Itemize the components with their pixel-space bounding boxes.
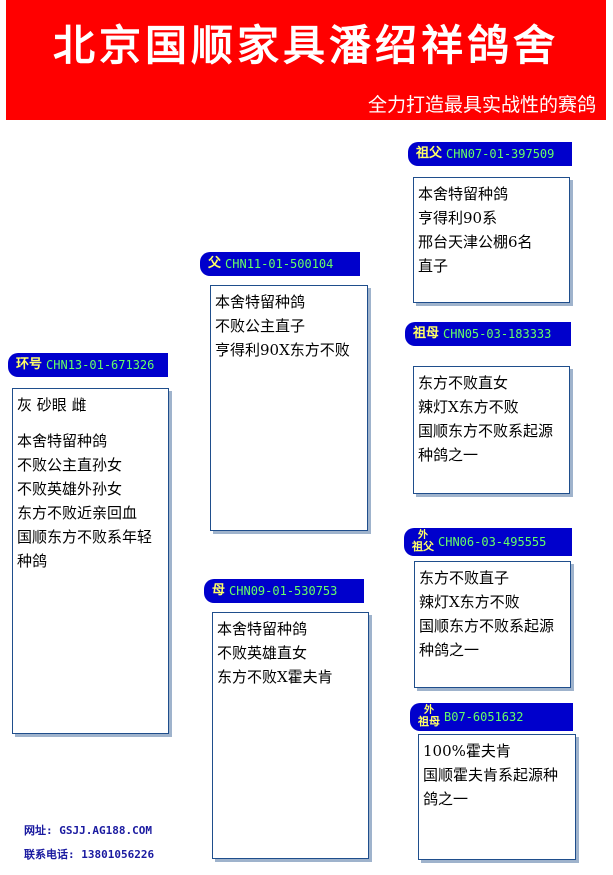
maternal-grandsire-line: 东方不败直子: [419, 569, 510, 587]
dam-line: 不败英雄直女: [217, 644, 308, 662]
sire-role: 父: [208, 256, 222, 272]
maternal-grandsire-role: 外 祖父: [404, 529, 438, 554]
grandsire-line: 本舍特留种鸽: [418, 185, 509, 203]
dam-ring: CHN09-01-530753: [229, 584, 338, 598]
maternal-granddam-line: 国顺霍夫肯系起源种鸽之一: [423, 766, 559, 808]
grandsire-line: 直子: [418, 257, 449, 275]
dam-tag: 母 CHN09-01-530753: [204, 579, 364, 603]
sire-line: 亨得利90X东方不败: [215, 341, 350, 359]
dam-role: 母: [212, 583, 226, 599]
sire-line: 不败公主直子: [215, 317, 306, 335]
sire-ring: CHN11-01-500104: [225, 257, 334, 271]
subject-line: 灰 砂眼 雌: [17, 396, 87, 414]
subject-line: 不败英雄外孙女: [17, 480, 123, 498]
maternal-grandsire-role-bottom: 祖父: [412, 540, 434, 554]
maternal-granddam-role-bottom: 祖母: [418, 715, 440, 729]
header-banner: 北京国顺家具潘绍祥鸽舍 全力打造最具实战性的赛鸽: [6, 0, 606, 120]
subject-tag: 环号 CHN13-01-671326: [8, 353, 168, 377]
maternal-granddam-card: 100%霍夫肯 国顺霍夫肯系起源种鸽之一: [418, 734, 576, 860]
page-title: 北京国顺家具潘绍祥鸽舍: [52, 21, 559, 70]
subject-ring: CHN13-01-671326: [46, 358, 155, 372]
footer-phone: 联系电话: 13801056226: [24, 848, 155, 861]
grandsire-line: 亨得利90系: [418, 209, 498, 227]
grandsire-line: 邢台天津公棚6名: [418, 233, 533, 251]
granddam-role: 祖母: [413, 326, 440, 342]
maternal-granddam-role-top: 外: [424, 704, 434, 716]
sire-line: 本舍特留种鸽: [215, 293, 306, 311]
dam-line: 本舍特留种鸽: [217, 620, 308, 638]
maternal-granddam-line: 100%霍夫肯: [423, 742, 511, 760]
maternal-granddam-role: 外 祖母: [410, 704, 444, 729]
maternal-grandsire-line: 辣灯X东方不败: [419, 593, 520, 611]
granddam-ring: CHN05-03-183333: [443, 327, 552, 341]
subject-line: 国顺东方不败系年轻种鸽: [17, 528, 153, 570]
grandsire-role: 祖父: [416, 146, 443, 162]
subject-role: 环号: [16, 357, 43, 373]
sire-card: 本舍特留种鸽 不败公主直子 亨得利90X东方不败: [210, 285, 368, 531]
subject-card: 灰 砂眼 雌 本舍特留种鸽 不败公主直孙女 不败英雄外孙女 东方不败近亲回血 国…: [12, 388, 169, 734]
grandsire-card: 本舍特留种鸽 亨得利90系 邢台天津公棚6名 直子: [413, 177, 570, 303]
dam-card: 本舍特留种鸽 不败英雄直女 东方不败X霍夫肯: [212, 612, 369, 859]
granddam-line: 国顺东方不败系起源种鸽之一: [418, 422, 554, 464]
maternal-granddam-ring: B07-6051632: [444, 710, 524, 724]
maternal-grandsire-line: 国顺东方不败系起源种鸽之一: [419, 617, 555, 659]
maternal-grandsire-tag: 外 祖父 CHN06-03-495555: [404, 528, 572, 556]
granddam-line: 东方不败直女: [418, 374, 509, 392]
subject-line: 本舍特留种鸽: [17, 432, 108, 450]
footer-website: 网址: GSJJ.AG188.COM: [24, 824, 152, 837]
subject-line: 东方不败近亲回血: [17, 504, 138, 522]
granddam-line: 辣灯X东方不败: [418, 398, 519, 416]
maternal-grandsire-card: 东方不败直子 辣灯X东方不败 国顺东方不败系起源种鸽之一: [414, 561, 571, 688]
grandsire-tag: 祖父 CHN07-01-397509: [408, 142, 572, 166]
grandsire-ring: CHN07-01-397509: [446, 147, 555, 161]
page-subtitle: 全力打造最具实战性的赛鸽: [367, 94, 596, 116]
maternal-granddam-tag: 外 祖母 B07-6051632: [410, 703, 573, 731]
sire-tag: 父 CHN11-01-500104: [200, 252, 360, 276]
subject-line: [17, 417, 164, 429]
dam-line: 东方不败X霍夫肯: [217, 668, 333, 686]
granddam-card: 东方不败直女 辣灯X东方不败 国顺东方不败系起源种鸽之一: [413, 366, 570, 494]
granddam-tag: 祖母 CHN05-03-183333: [405, 322, 571, 346]
subject-line: 不败公主直孙女: [17, 456, 123, 474]
maternal-grandsire-role-top: 外: [418, 529, 428, 541]
maternal-grandsire-ring: CHN06-03-495555: [438, 535, 547, 549]
